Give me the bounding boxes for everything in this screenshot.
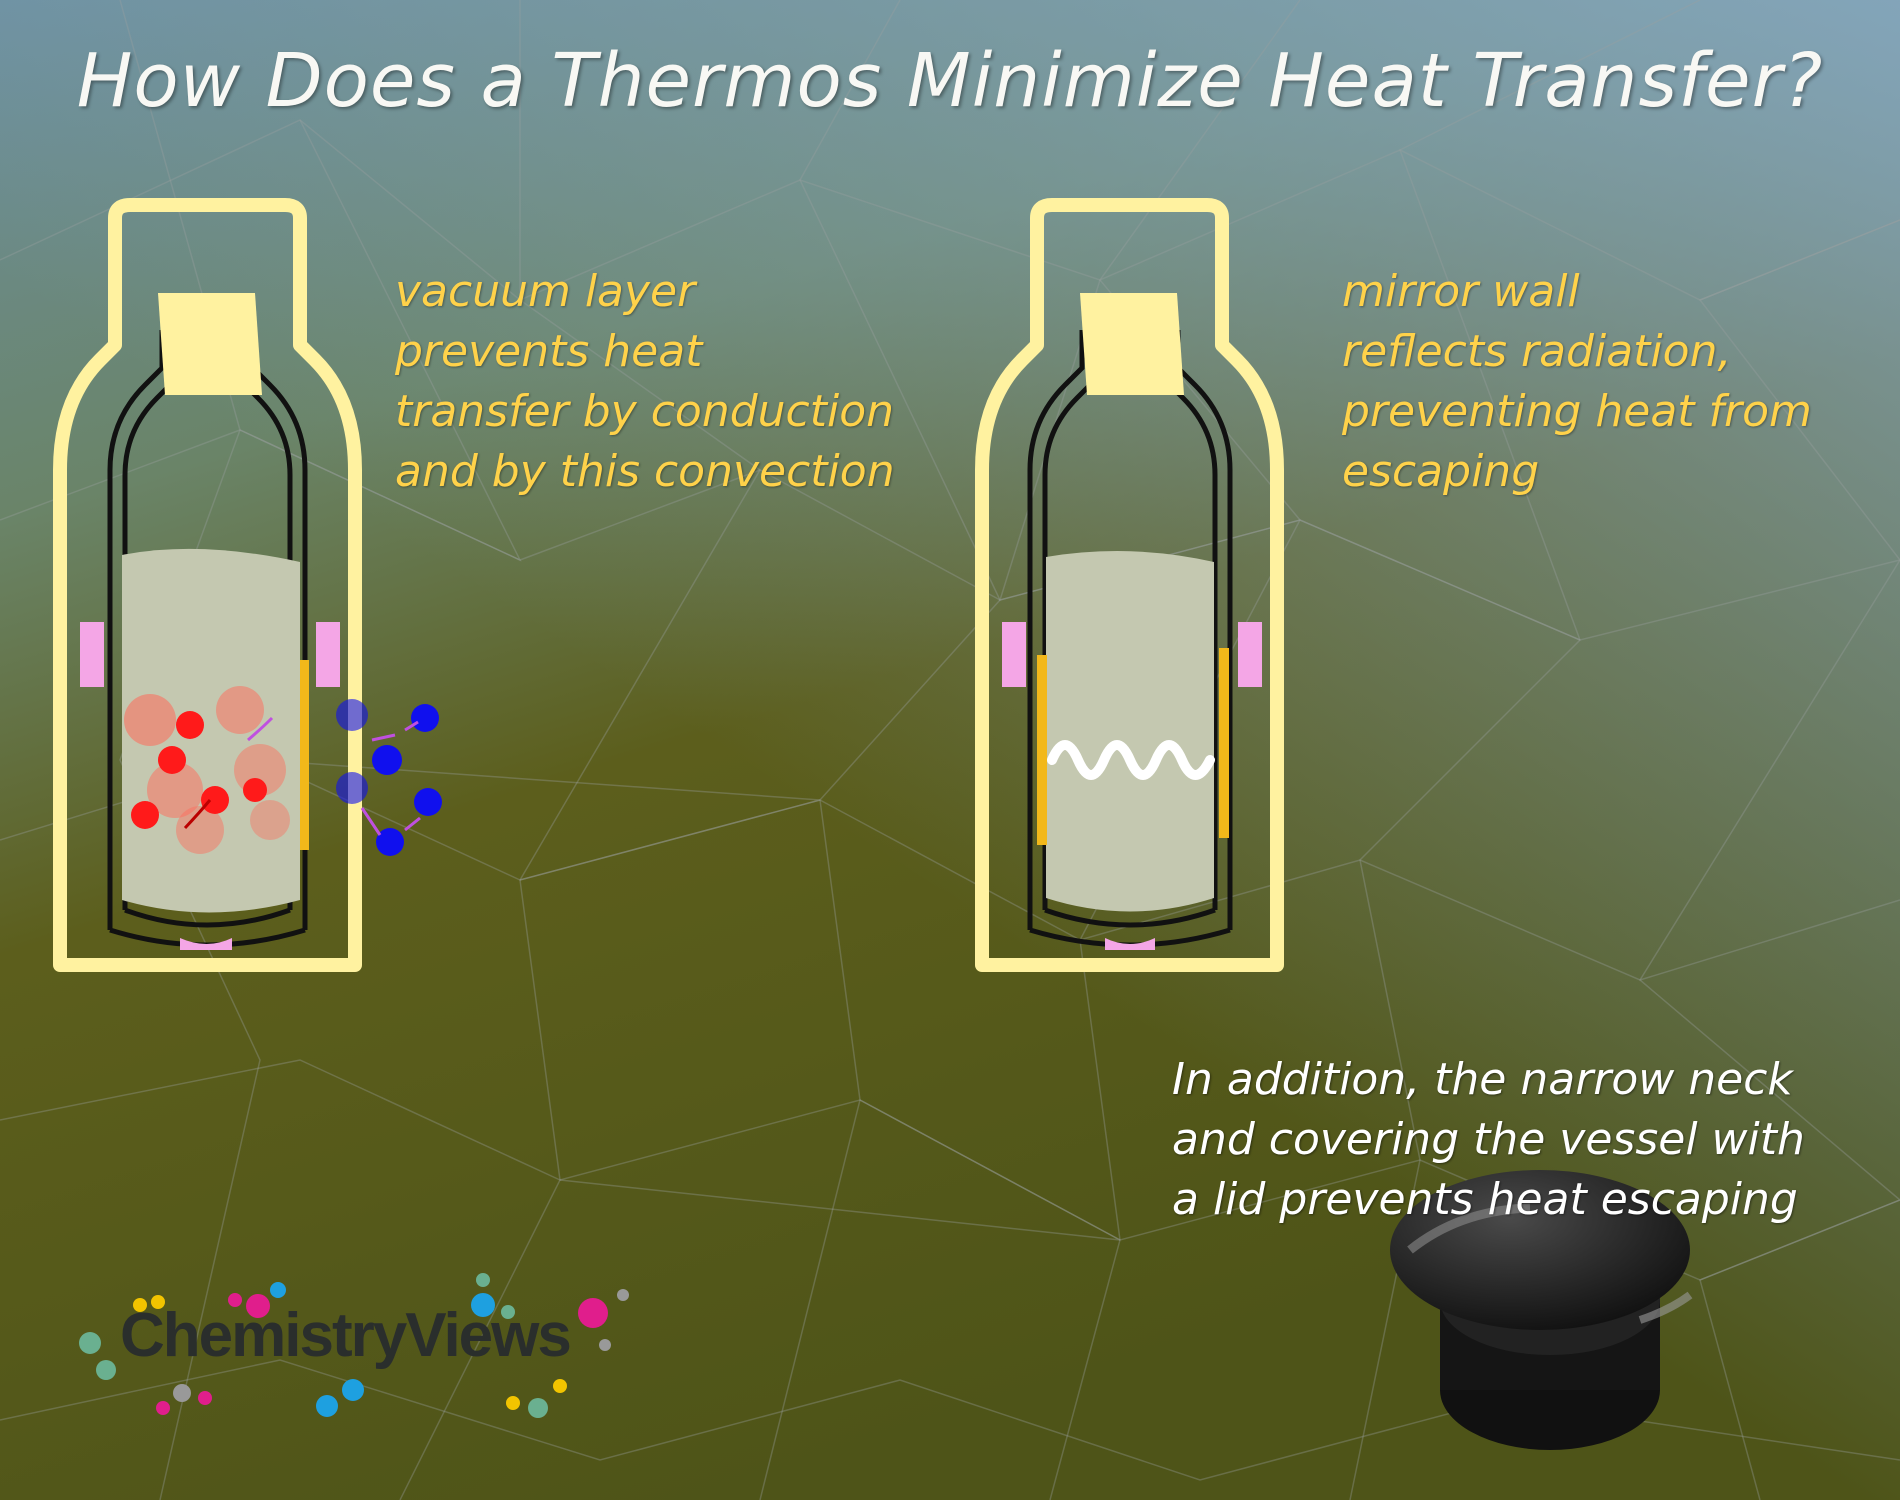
- mirror-wall-line-2: preventing heat from: [1342, 386, 1812, 437]
- page-title: How Does a Thermos Minimize Heat Transfe…: [76, 38, 1824, 124]
- mirror-wall-label: mirror wall reflects radiation, preventi…: [1342, 262, 1812, 502]
- radiation-wave-icon: [1047, 740, 1215, 780]
- vacuum-layer-line-3: and by this convection: [395, 446, 895, 497]
- lid-note-line-2: and covering the vessel with: [1172, 1114, 1805, 1165]
- lid-note-line-3: a lid prevents heat escaping: [1172, 1174, 1798, 1225]
- vacuum-layer-line-1: prevents heat: [395, 326, 703, 377]
- particle-icon: [176, 711, 204, 739]
- mirror-wall-line-1: reflects radiation,: [1342, 326, 1732, 377]
- chemistryviews-logo: ChemistryViews: [120, 1301, 572, 1370]
- hot-particles: [124, 686, 290, 854]
- vacuum-layer-label: vacuum layer prevents heat transfer by c…: [395, 262, 895, 502]
- mirror-wall: [1037, 655, 1047, 845]
- thermos-bottle-icon: [53, 198, 362, 972]
- lid-note: In addition, the narrow neck and coverin…: [1172, 1050, 1805, 1230]
- vacuum-layer-line-2: transfer by conduction: [395, 386, 894, 437]
- cold-particles: [336, 699, 442, 856]
- mirror-wall-line-3: escaping: [1342, 446, 1540, 497]
- lid-note-line-1: In addition, the narrow neck: [1172, 1054, 1793, 1105]
- mirror-wall-heading: mirror wall: [1342, 266, 1580, 317]
- vacuum-layer-heading: vacuum layer: [395, 266, 696, 317]
- thermos-bottle-icon: [975, 198, 1284, 972]
